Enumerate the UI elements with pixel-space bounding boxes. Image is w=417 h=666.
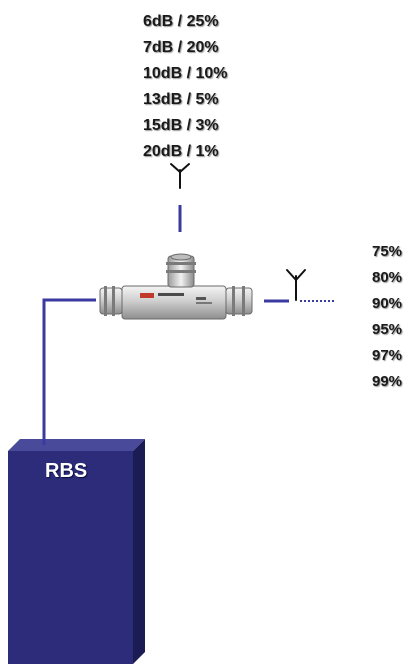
antenna-icon (170, 163, 190, 189)
rbs-cabinet (8, 439, 145, 664)
tap-ratio-item: 20dB / 1% (143, 143, 219, 160)
rbs-to-tapper-cable (42, 298, 96, 445)
tap-ratio-item: 13dB / 5% (143, 91, 219, 108)
rbs-side-face (133, 439, 145, 664)
tap-ratio-item: 10dB / 10% (143, 65, 228, 82)
through-ratio-list: 75% 80% 90% 95% 97% 99% (372, 239, 402, 395)
rbs-front-face (8, 451, 133, 664)
tapper-device-icon (99, 253, 253, 320)
antenna-icon (286, 269, 306, 301)
through-ratio-item: 95% (372, 321, 403, 338)
cable-lines (42, 205, 289, 445)
rbs-top-face (8, 439, 145, 451)
tap-ratio-list: 6dB / 25% 7dB / 20% 10dB / 10% 13dB / 5%… (143, 9, 227, 165)
through-ratio-item: 90% (372, 295, 403, 312)
through-ratio-item: 80% (372, 269, 403, 286)
tap-ratio-item: 7dB / 20% (143, 39, 219, 56)
through-ratio-item: 75% (372, 243, 403, 260)
tap-ratio-item: 15dB / 3% (143, 117, 219, 134)
through-ratio-item: 97% (372, 347, 403, 364)
through-ratio-item: 99% (372, 373, 403, 390)
rbs-label: RBS (45, 460, 88, 482)
tap-ratio-item: 6dB / 25% (143, 13, 219, 30)
